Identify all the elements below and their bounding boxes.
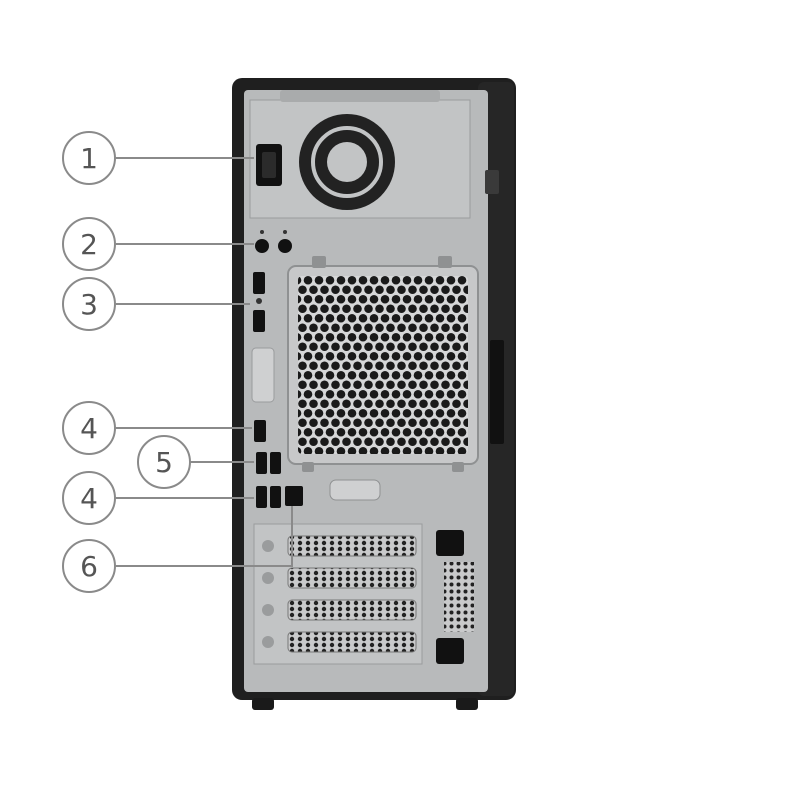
displayport-1[interactable] bbox=[253, 272, 265, 294]
side-slot bbox=[490, 340, 504, 444]
callout-circle bbox=[62, 539, 116, 593]
psu-fan-hub bbox=[327, 142, 367, 182]
side-vent bbox=[444, 562, 474, 632]
callout-4b: 4 bbox=[62, 471, 116, 525]
callout-circle bbox=[62, 217, 116, 271]
displayport-icon bbox=[256, 298, 262, 304]
callout-number: 3 bbox=[80, 288, 98, 321]
usb-port-c[interactable] bbox=[256, 486, 267, 508]
knockout-panel bbox=[251, 347, 275, 403]
ethernet-port[interactable] bbox=[285, 486, 303, 506]
expansion-slot-3 bbox=[287, 599, 417, 621]
power-supply bbox=[249, 90, 471, 219]
callout-circle bbox=[62, 401, 116, 455]
lock-slot-top bbox=[436, 530, 464, 556]
callout-lines bbox=[116, 157, 293, 567]
callout-2: 2 bbox=[62, 217, 116, 271]
callout-circle bbox=[62, 277, 116, 331]
headphone-icon bbox=[283, 230, 287, 234]
callout-line-6 bbox=[116, 506, 293, 567]
slot-screw-1 bbox=[262, 540, 274, 552]
callout-number: 4 bbox=[80, 482, 98, 515]
psu-handle bbox=[280, 90, 440, 102]
callout-number: 5 bbox=[155, 446, 173, 479]
callout-5: 5 bbox=[137, 435, 191, 489]
fan-clip-right bbox=[438, 256, 452, 268]
audio-jacks bbox=[255, 230, 292, 253]
headphone-jack-2[interactable] bbox=[278, 239, 292, 253]
foot-left bbox=[252, 698, 274, 710]
slot-screw-3 bbox=[262, 604, 274, 616]
usb-ports-lower bbox=[256, 486, 281, 508]
expansion-slots bbox=[253, 523, 423, 665]
usb-port-top[interactable] bbox=[254, 420, 266, 442]
callout-circle bbox=[62, 131, 116, 185]
slot-screw-2 bbox=[262, 572, 274, 584]
side-latch bbox=[485, 170, 499, 194]
case-fan bbox=[287, 256, 479, 472]
expansion-slot-1 bbox=[287, 535, 417, 557]
fan-grill-icon bbox=[298, 276, 468, 454]
expansion-slot-4 bbox=[287, 631, 417, 653]
callout-number: 2 bbox=[80, 228, 98, 261]
callout-6: 6 bbox=[62, 539, 116, 593]
slot-screw-4 bbox=[262, 636, 274, 648]
usb-ports-pair bbox=[256, 452, 281, 474]
callout-number: 4 bbox=[80, 412, 98, 445]
usb-port-d[interactable] bbox=[270, 486, 281, 508]
psu-fan-ring bbox=[311, 126, 383, 198]
callout-circle bbox=[62, 471, 116, 525]
displayport-2[interactable] bbox=[253, 310, 265, 332]
callout-circle bbox=[137, 435, 191, 489]
fan-clip-left bbox=[312, 256, 326, 268]
headphone-jack-1[interactable] bbox=[255, 239, 269, 253]
headphone-icon bbox=[260, 230, 264, 234]
foot-right bbox=[456, 698, 478, 710]
callout-4a: 4 bbox=[62, 401, 116, 455]
fan-clip-br bbox=[452, 462, 464, 472]
expansion-slot-2 bbox=[287, 567, 417, 589]
usb-port-b[interactable] bbox=[270, 452, 281, 474]
usb-port-a[interactable] bbox=[256, 452, 267, 474]
lock-slot-bottom bbox=[436, 638, 464, 664]
callout-3: 3 bbox=[62, 277, 116, 331]
callout-1: 1 bbox=[62, 131, 116, 185]
callout-number: 6 bbox=[80, 550, 98, 583]
serial-knockout bbox=[329, 479, 381, 501]
fan-clip-bl bbox=[302, 462, 314, 472]
callouts: 1 2 3 4 5 4 6 bbox=[62, 131, 191, 593]
displayport-connectors bbox=[253, 272, 265, 332]
power-connector-pins bbox=[262, 152, 276, 178]
callout-number: 1 bbox=[80, 142, 98, 175]
